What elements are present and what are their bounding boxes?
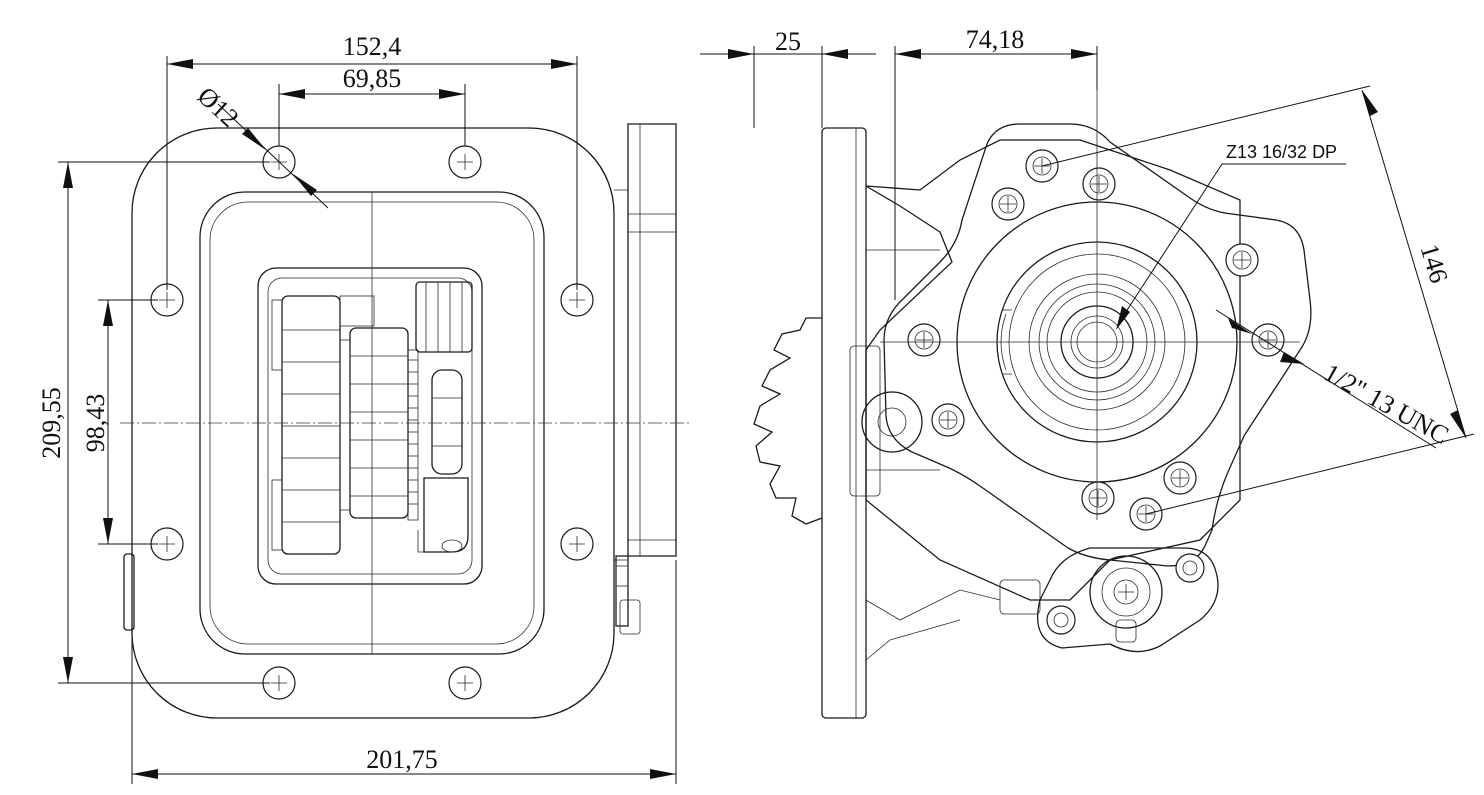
left-tab (123, 553, 135, 631)
housing-body (865, 139, 1241, 601)
gear-opening (257, 267, 483, 585)
dim-label-flange-thickness: 25 (775, 27, 801, 56)
dim-label-bolt-spacing-outer: 152,4 (343, 32, 402, 61)
dim-hole-diameter (217, 103, 329, 209)
mounting-flange (821, 127, 867, 719)
dim-label-width-total: 201,75 (366, 745, 438, 774)
side-view: 25 74,18 146 Z13 16/32 DP (700, 25, 1475, 719)
large-gear-stack (271, 295, 375, 555)
dim-69-85 (278, 84, 466, 146)
dim-98-43 (98, 299, 158, 545)
top-right-gear (415, 281, 473, 353)
dim-label-flange-diagonal: 146 (1415, 241, 1454, 287)
shift-detent (417, 369, 469, 553)
dim-25 (700, 46, 876, 128)
dim-209-55 (58, 161, 270, 684)
dim-label-output-offset: 74,18 (966, 25, 1025, 54)
spline-shaft (407, 349, 419, 521)
side-flange-profile (614, 123, 677, 635)
shift-actuator (999, 547, 1219, 653)
dim-146 (1041, 85, 1475, 515)
gear-teeth-profile (753, 317, 823, 525)
dim-label-hole-diameter: Ø12 (192, 81, 245, 133)
dim-label-height-total: 209,55 (37, 387, 66, 459)
dim-152-4 (166, 56, 578, 290)
output-flange (883, 123, 1312, 567)
note-thread-spec: 1/2" 13 UNC (1319, 358, 1454, 450)
note-gear-spec: Z13 16/32 DP (1226, 142, 1337, 162)
dim-label-bolt-spacing-inner: 69,85 (343, 64, 402, 93)
dim-label-height-inner: 98,43 (81, 394, 110, 453)
dim-74-18 (894, 46, 1098, 300)
thread-spec-leader (1215, 309, 1437, 449)
gear-spec-leader (1116, 163, 1346, 330)
front-view: 152,4 69,85 Ø12 209,55 (37, 32, 692, 784)
dim-201-75 (131, 560, 677, 784)
side-boss (861, 391, 923, 453)
